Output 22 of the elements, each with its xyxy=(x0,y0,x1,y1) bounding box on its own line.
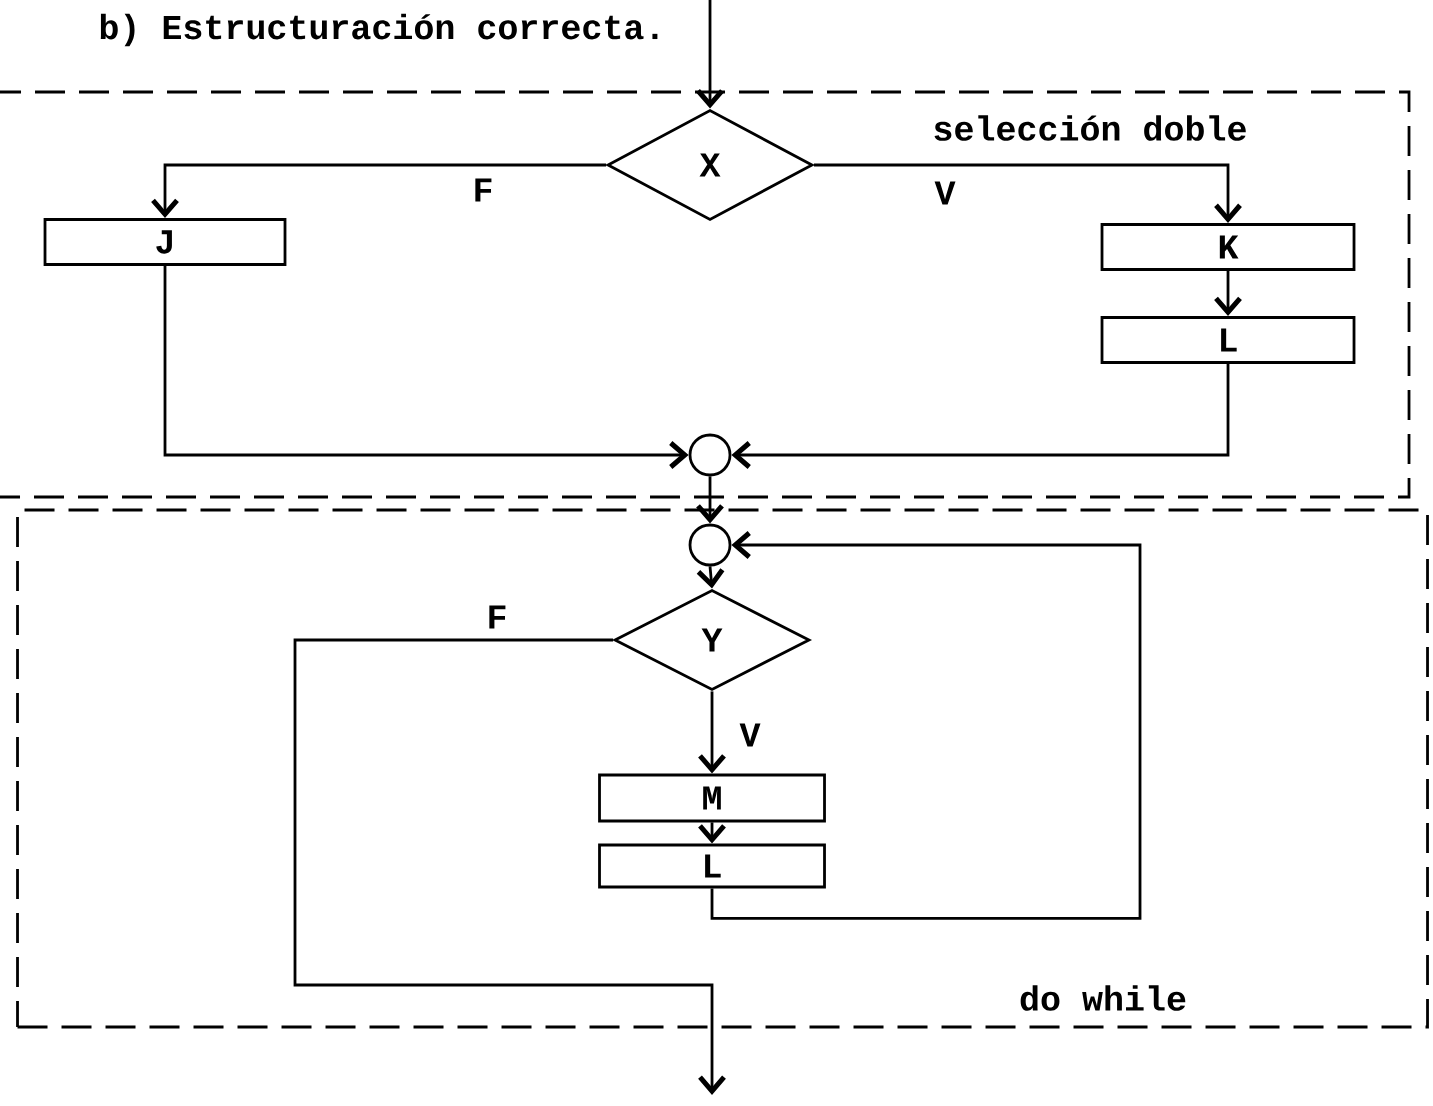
arrow xyxy=(731,363,1230,469)
arrow xyxy=(151,163,607,219)
arrow xyxy=(813,163,1242,224)
edge-label: F xyxy=(470,176,496,204)
process-box: J xyxy=(43,218,287,266)
arrow xyxy=(163,265,689,469)
process-box: L xyxy=(1100,316,1356,364)
connector-circle xyxy=(688,433,732,477)
process-box: K xyxy=(1100,223,1356,271)
arrow xyxy=(1214,270,1242,317)
arrow xyxy=(696,476,724,524)
connector-circle xyxy=(688,523,732,567)
edge-label: F xyxy=(484,603,510,631)
edge-label: V xyxy=(737,721,763,749)
arrow xyxy=(293,638,726,1095)
arrow xyxy=(698,691,726,774)
arrow xyxy=(696,0,724,109)
arrow xyxy=(710,531,1142,920)
process-box: M xyxy=(598,773,826,823)
title: b) Estructuración correcta. xyxy=(100,13,658,47)
edge-label: V xyxy=(932,179,958,207)
process-box: L xyxy=(598,843,826,889)
